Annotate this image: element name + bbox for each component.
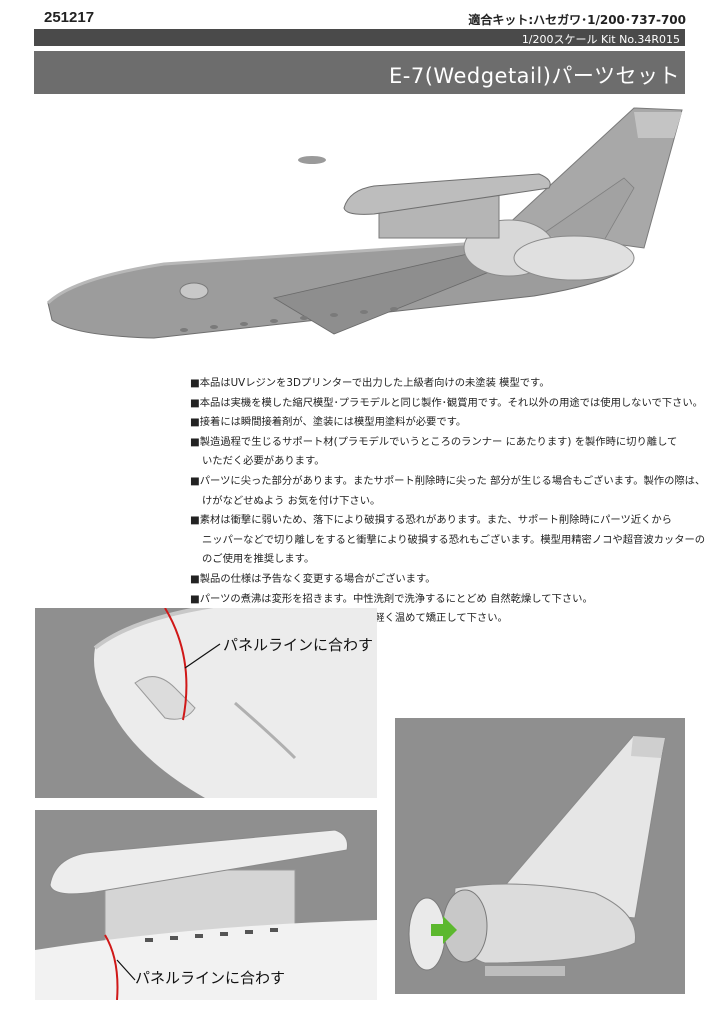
note-fragile-cont2: のご使用を推奨します。	[202, 553, 315, 566]
note-spec-change: ■製品の仕様は予告なく変更する場合がございます。	[190, 572, 436, 585]
page-title: E-7(Wedgetail)パーツセット	[389, 64, 680, 88]
compatible-kit: 適合キット:ハセガワ･1/200･737-700	[468, 13, 686, 27]
note-support-cont: いただく必要があります。	[202, 455, 325, 468]
nose-photo: パネルラインに合わす	[35, 608, 377, 798]
note-fragile-cont1: ニッパーなどで切り離しをすると衝撃により破損する恐れもございます。模型用精密ノコ…	[202, 533, 706, 546]
note-usage: ■本品は実機を模した縮尺模型･プラモデルと同じ製作･観賞用です。それ以外の用途で…	[190, 396, 703, 409]
title-bar	[34, 51, 685, 94]
note-sharp: ■パーツに尖った部分があります。またサポート削除時に尖った 部分が生じる場合もご…	[190, 474, 706, 487]
header-band	[34, 29, 685, 46]
note-support: ■製造過程で生じるサポート材(プラモデルでいうところのランナー にあたります) …	[190, 435, 678, 448]
date-code: 251217	[44, 9, 95, 26]
aircraft-render	[46, 107, 683, 339]
dome-callout: パネルラインに合わす	[135, 969, 286, 987]
note-uv-resin: ■本品はUVレジンを3Dプリンターで出力した上級者向けの未塗装 模型です。	[190, 377, 550, 389]
scale-kit-number: 1/200スケール Kit No.34R015	[521, 33, 680, 46]
instructions: ■本品はUVレジンを3Dプリンターで出力した上級者向けの未塗装 模型です。 ■本…	[190, 374, 706, 629]
note-adhesive: ■接着には瞬間接着剤が、塗装には模型用塗料が必要です。	[190, 416, 467, 429]
note-sharp-cont: けがなどせぬよう お気を付け下さい。	[202, 494, 381, 507]
note-boiling: ■パーツの煮沸は変形を招きます。中性洗剤で洗浄するにとどめ 自然乾燥して下さい。	[190, 592, 593, 605]
note-fragile: ■素材は衝撃に弱いため、落下により破損する恐れがあります。また、サポート削除時に…	[190, 514, 672, 527]
dome-photo: パネルラインに合わす	[35, 810, 377, 1000]
tail-photo	[395, 718, 685, 994]
nose-callout: パネルラインに合わす	[223, 636, 374, 654]
